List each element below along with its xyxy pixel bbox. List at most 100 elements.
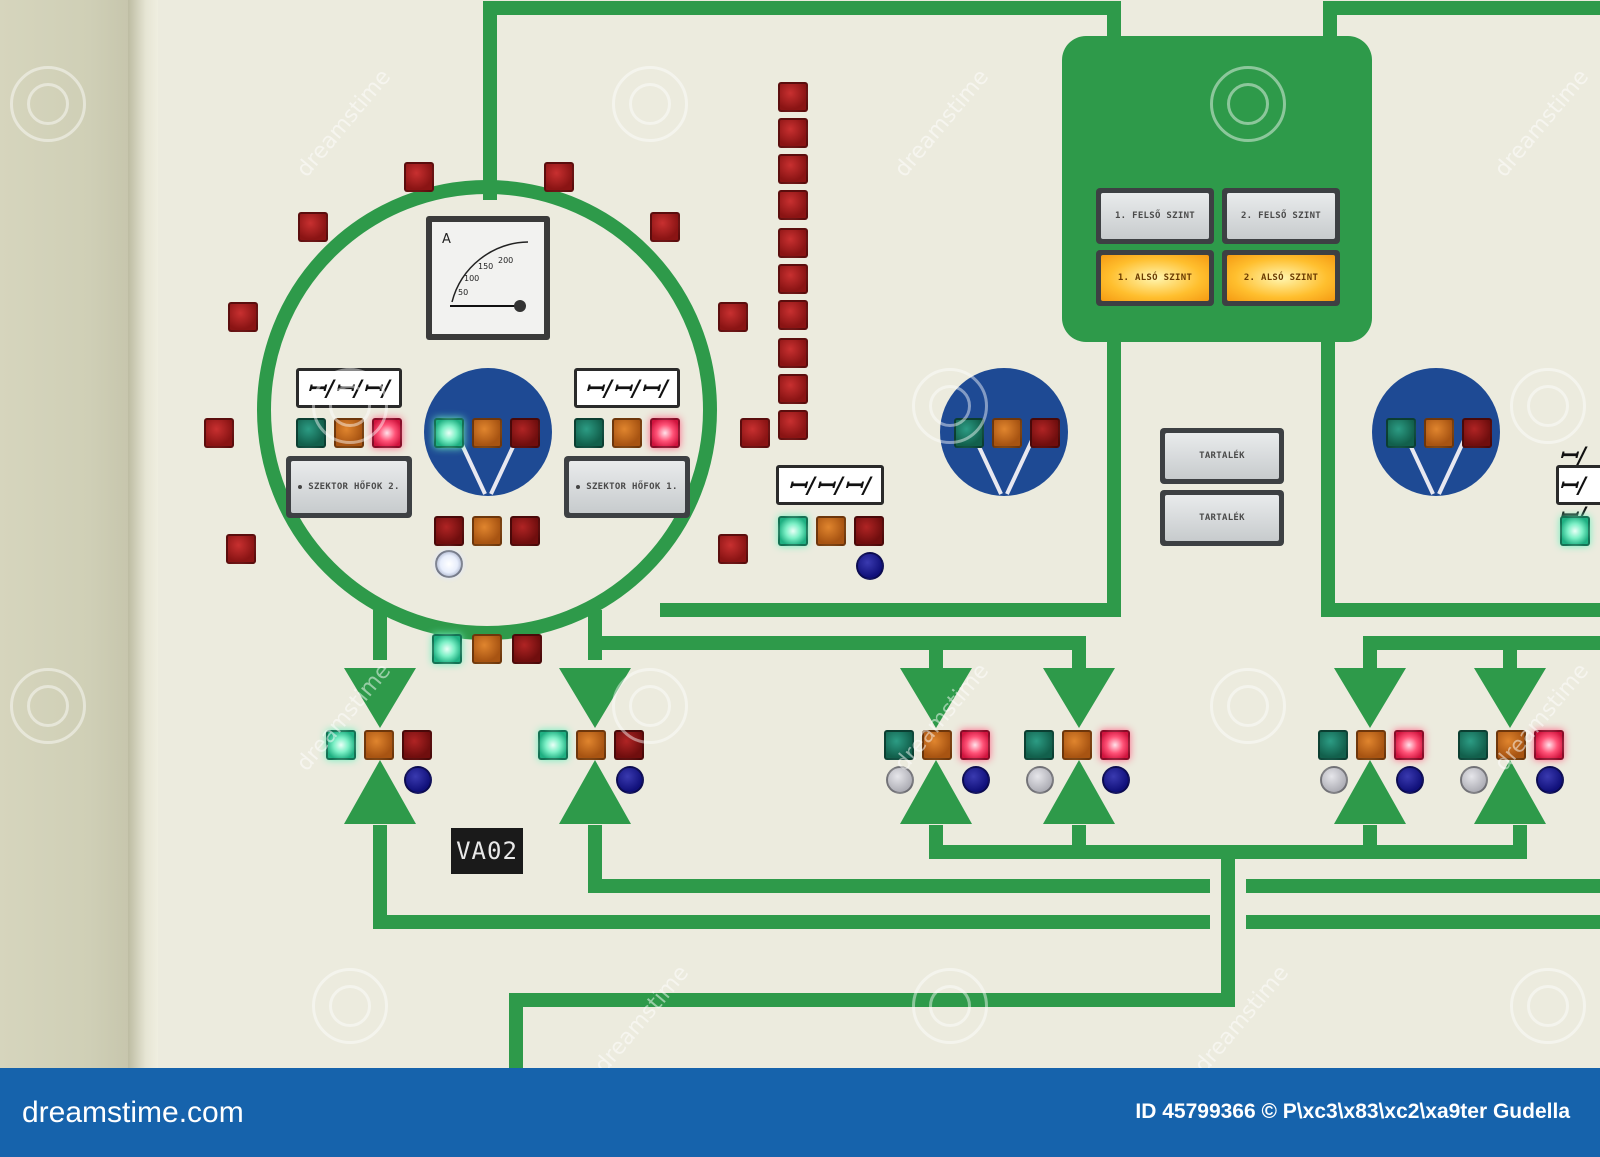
- pipe-header-right: [1363, 636, 1600, 670]
- valve-6-round-grey: [1460, 766, 1488, 794]
- valve-6-lamp-red-lit: [1534, 730, 1564, 760]
- status-lamp-orange: [612, 418, 642, 448]
- ammeter-needle: [450, 241, 529, 312]
- valve-5-lamp-red-lit: [1394, 730, 1424, 760]
- level-bar-indicator: [778, 338, 808, 368]
- watermark-spiral-icon: [1210, 668, 1286, 744]
- level-bar-indicator: [778, 374, 808, 404]
- ring-indicator: [650, 212, 680, 242]
- valve-1-lamp-green: [326, 730, 356, 760]
- scale-150: 150: [478, 262, 494, 271]
- status-lamp-green-lit: [434, 418, 464, 448]
- status-lamp-red: [854, 516, 884, 546]
- ring-indicator: [228, 302, 258, 332]
- scale-200: 200: [498, 256, 514, 265]
- status-lamp-green-lit: [778, 516, 808, 546]
- status-lamp-teal: [1386, 418, 1416, 448]
- valve-6-round-blue: [1536, 766, 1564, 794]
- level-bar-indicator: [778, 190, 808, 220]
- valve-3-round-grey: [886, 766, 914, 794]
- level-bar-indicator: [778, 82, 808, 112]
- status-lamp-red: [1030, 418, 1060, 448]
- valve-3: [900, 668, 972, 824]
- fuse-symbol-3: ꟷ/ꟷ/ꟷ/: [776, 465, 884, 505]
- pipe-collector: [929, 825, 1527, 859]
- fuse-symbol-2: ꟷ/ꟷ/ꟷ/: [574, 368, 680, 408]
- valve-4-lamp-orange: [1062, 730, 1092, 760]
- valve-1-round-blue: [404, 766, 432, 794]
- watermark-spiral-icon: [612, 66, 688, 142]
- valve-5-round-grey: [1320, 766, 1348, 794]
- valve-3-lamp-orange: [922, 730, 952, 760]
- valve-1-lamp-orange: [364, 730, 394, 760]
- valve-tag: VA02: [451, 828, 523, 874]
- valve-2: [559, 668, 631, 824]
- watermark-spiral-icon: [912, 368, 988, 444]
- pipe-return-right: [588, 825, 1210, 893]
- wall: [0, 0, 128, 1068]
- status-lamp-teal: [574, 418, 604, 448]
- ammeter-face: A 50 100 150 200: [432, 222, 544, 334]
- panel-edge: [128, 0, 158, 1068]
- ammeter-unit: A: [442, 232, 451, 247]
- valve-3-lamp-red-lit: [960, 730, 990, 760]
- watermark-spiral-icon: [10, 668, 86, 744]
- round-lamp-blue: [856, 552, 884, 580]
- ring-indicator: [718, 302, 748, 332]
- level-bar-indicator: [778, 264, 808, 294]
- watermark-spiral-icon: [312, 968, 388, 1044]
- reserve-2-label: TARTALÉK: [1160, 490, 1284, 546]
- pipe-ring: [257, 180, 717, 640]
- footer-credit: ID 45799366 © P\xc3\x83\xc2\xa9ter Gudel…: [1135, 1100, 1570, 1123]
- watermark-spiral-icon: [1210, 66, 1286, 142]
- watermark-spiral-icon: [10, 66, 86, 142]
- footer-bar: dreamstime.com ID 45799366 © P\xc3\x83\x…: [0, 1068, 1600, 1157]
- status-lamp-green-lit: [432, 634, 462, 664]
- level-bar-indicator: [778, 300, 808, 330]
- status-lamp-orange: [1424, 418, 1454, 448]
- valve-6-lamp-teal: [1458, 730, 1488, 760]
- round-lamp-white-lit: [435, 550, 463, 578]
- pipe-top-left: [483, 1, 1121, 200]
- valve-4-round-blue: [1102, 766, 1130, 794]
- status-lamp-red: [510, 516, 540, 546]
- valve-2-lamp-green: [538, 730, 568, 760]
- status-lamp-red: [434, 516, 464, 546]
- valve-4-round-grey: [1026, 766, 1054, 794]
- valve-4-lamp-teal: [1024, 730, 1054, 760]
- fuse-symbol-4: ꟷ/ꟷ/ꟷ/: [1556, 443, 1600, 529]
- footer-brand[interactable]: dreamstime.com: [22, 1096, 244, 1129]
- lower-level-1-indicator: 1. ALSÓ SZINT: [1096, 250, 1214, 306]
- status-lamp-red-lit: [650, 418, 680, 448]
- watermark-spiral-icon: [612, 668, 688, 744]
- ammeter: A 50 100 150 200: [426, 216, 550, 340]
- status-lamp-orange: [472, 516, 502, 546]
- valve-3-lamp-teal: [884, 730, 914, 760]
- valve-5-lamp-orange: [1356, 730, 1386, 760]
- level-bar-indicator: [778, 118, 808, 148]
- valve-3-round-blue: [962, 766, 990, 794]
- level-bar-indicator: [778, 228, 808, 258]
- reserve-1-label: TARTALÉK: [1160, 428, 1284, 484]
- ring-indicator: [204, 418, 234, 448]
- upper-level-2-indicator: 2. FELSŐ SZINT: [1222, 188, 1340, 244]
- valve-5-round-blue: [1396, 766, 1424, 794]
- valve-6: [1474, 668, 1546, 824]
- valve-2-lamp-orange: [576, 730, 606, 760]
- valve-4-lamp-red-lit: [1100, 730, 1130, 760]
- status-lamp-red: [1462, 418, 1492, 448]
- ring-indicator: [544, 162, 574, 192]
- lower-level-2-indicator: 2. ALSÓ SZINT: [1222, 250, 1340, 306]
- watermark-spiral-icon: [912, 968, 988, 1044]
- level-bar-indicator: [778, 154, 808, 184]
- watermark-spiral-icon: [1510, 368, 1586, 444]
- ring-indicator: [226, 534, 256, 564]
- pipe-top-right: [1323, 1, 1600, 40]
- pipe-mid-left: [660, 340, 1121, 617]
- pipe-return-left: [373, 825, 1210, 929]
- ring-indicator: [298, 212, 328, 242]
- status-lamp-red: [510, 418, 540, 448]
- valve-5-lamp-teal: [1318, 730, 1348, 760]
- ring-indicator: [404, 162, 434, 192]
